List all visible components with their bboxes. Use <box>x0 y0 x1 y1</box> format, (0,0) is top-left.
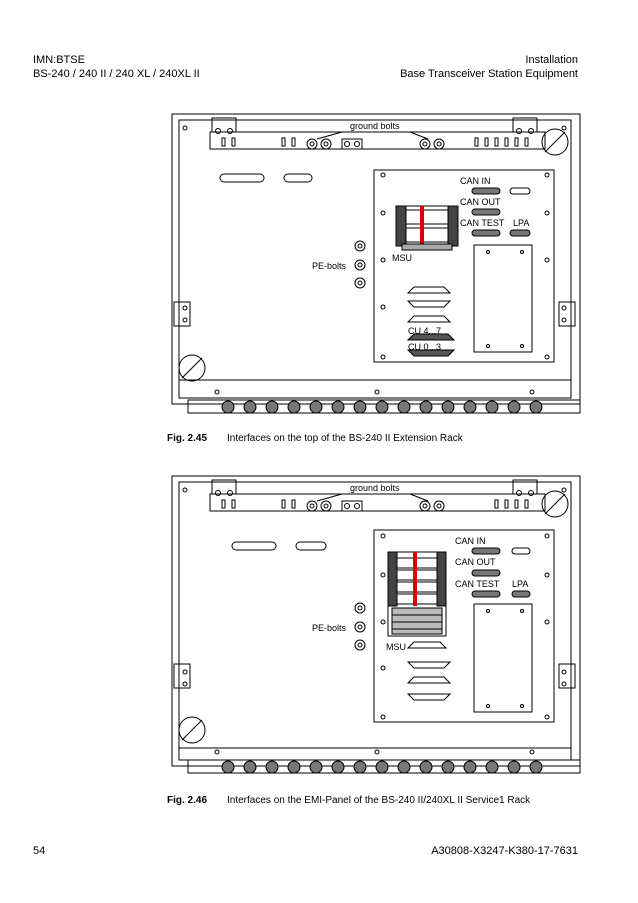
can-test-label: CAN TEST <box>455 579 500 589</box>
header-subject: Base Transceiver Station Equipment <box>400 68 578 80</box>
pe-bolts <box>354 240 366 289</box>
emi-panel <box>373 169 555 363</box>
lpa-cover <box>473 244 533 353</box>
figure-2-46-caption: Fig. 2.46 Interfaces on the EMI-Panel of … <box>167 795 530 807</box>
lpa-cover <box>473 603 533 713</box>
emi-panel <box>373 529 555 723</box>
cu-4-7-label: CU 4...7 <box>408 326 441 336</box>
figure-2-45-drawing: ground bolts PE-bolts MSU CAN IN CAN OUT… <box>152 110 582 415</box>
figure-caption-text: Interfaces on the EMI-Panel of the BS-24… <box>227 795 531 806</box>
figure-2-46-drawing: ground bolts PE-bolts MSU CAN IN CAN OUT… <box>152 472 582 777</box>
lpa-label: LPA <box>513 218 529 228</box>
can-out-label: CAN OUT <box>455 557 496 567</box>
page-number: 54 <box>33 845 46 857</box>
pe-bolts <box>354 602 366 651</box>
header-model-line: BS-240 / 240 II / 240 XL / 240XL II <box>33 68 200 80</box>
ground-bolts-label: ground bolts <box>350 121 400 131</box>
lpa-label: LPA <box>512 579 528 589</box>
figure-number: Fig. 2.45 <box>167 433 208 444</box>
msu-module <box>387 551 447 637</box>
can-test-label: CAN TEST <box>460 218 505 228</box>
rack-inner-frame <box>178 119 572 399</box>
top-rail <box>209 493 546 512</box>
header-product-line: IMN:BTSE <box>33 54 85 66</box>
top-rail <box>209 131 546 150</box>
header-right: Installation Base Transceiver Station Eq… <box>400 53 578 81</box>
can-in-label: CAN IN <box>455 536 486 546</box>
msu-label: MSU <box>392 253 412 263</box>
header-section: Installation <box>525 54 578 66</box>
rack-frame <box>171 113 581 405</box>
ground-bolts-top <box>306 500 445 512</box>
document-id: A30808-X3247-K380-17-7631 <box>431 845 578 857</box>
figure-caption-text: Interfaces on the top of the BS-240 II E… <box>227 433 463 444</box>
pe-bolts-label: PE-bolts <box>312 623 347 633</box>
ground-bolts-top <box>306 138 445 150</box>
pe-bolts-label: PE-bolts <box>312 261 347 271</box>
figure-2-45-caption: Fig. 2.45 Interfaces on the top of the BS… <box>167 433 463 445</box>
header-left: IMN:BTSE BS-240 / 240 II / 240 XL / 240X… <box>33 53 200 81</box>
msu-module <box>395 205 459 251</box>
cu-0-3-label: CU 0...3 <box>408 342 441 352</box>
can-out-label: CAN OUT <box>460 197 501 207</box>
msu-label: MSU <box>386 642 406 652</box>
can-in-label: CAN IN <box>460 176 491 186</box>
figure-number: Fig. 2.46 <box>167 795 208 806</box>
rack-inner-frame <box>178 481 572 761</box>
ground-bolts-label: ground bolts <box>350 483 400 493</box>
